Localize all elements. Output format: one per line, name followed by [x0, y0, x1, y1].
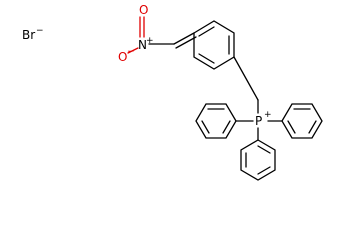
- phosphonium-center: P +: [255, 110, 272, 128]
- phenyl-ring-bottom: [240, 139, 276, 181]
- phenyl-bottom-hexagon: [240, 139, 276, 181]
- phenyl-ring-left: [195, 103, 237, 139]
- nitro-nitrogen-charge: +: [146, 36, 154, 46]
- phenyl-left-inner-3: [222, 120, 231, 134]
- phenyl-left-inner-2: [201, 120, 210, 134]
- phenyl-left-hexagon: [195, 103, 237, 139]
- bromide-symbol: Br: [22, 28, 35, 42]
- phenylene-ring: [193, 20, 235, 70]
- phenyl-ring-right: [281, 103, 323, 139]
- vinyl-double-bond-b: [175, 36, 197, 49]
- phenyl-right-hexagon: [281, 103, 323, 139]
- phenylene-hexagon: [193, 20, 235, 70]
- nitro-oxygen-top: O: [139, 3, 148, 17]
- phenyl-right-inner-2: [308, 120, 317, 134]
- ring-ch2-bond: [233, 56, 259, 101]
- nitro-oxygen-left: O: [118, 50, 127, 64]
- phenyl-bottom-inner-1: [257, 145, 271, 154]
- vinyl-double-bond-a: [173, 32, 195, 45]
- n-o-single-bond: [127, 47, 139, 54]
- nitro-nitrogen: N: [138, 38, 147, 52]
- phenyl-right-inner-3: [287, 120, 296, 134]
- phenylene-inner-1: [198, 26, 215, 37]
- phenylene-inner-3: [198, 53, 215, 64]
- bromide-ion: Br −: [22, 26, 44, 42]
- vinyl-linker: [148, 32, 197, 49]
- molecule-diagram: Br − O N + O − P +: [22, 3, 323, 181]
- phenyl-bottom-inner-2: [257, 166, 271, 175]
- bromide-charge: −: [36, 26, 44, 36]
- phosphorus-charge: +: [264, 110, 272, 120]
- nitro-group: O N + O −: [118, 3, 154, 64]
- phosphorus-symbol: P: [255, 114, 262, 128]
